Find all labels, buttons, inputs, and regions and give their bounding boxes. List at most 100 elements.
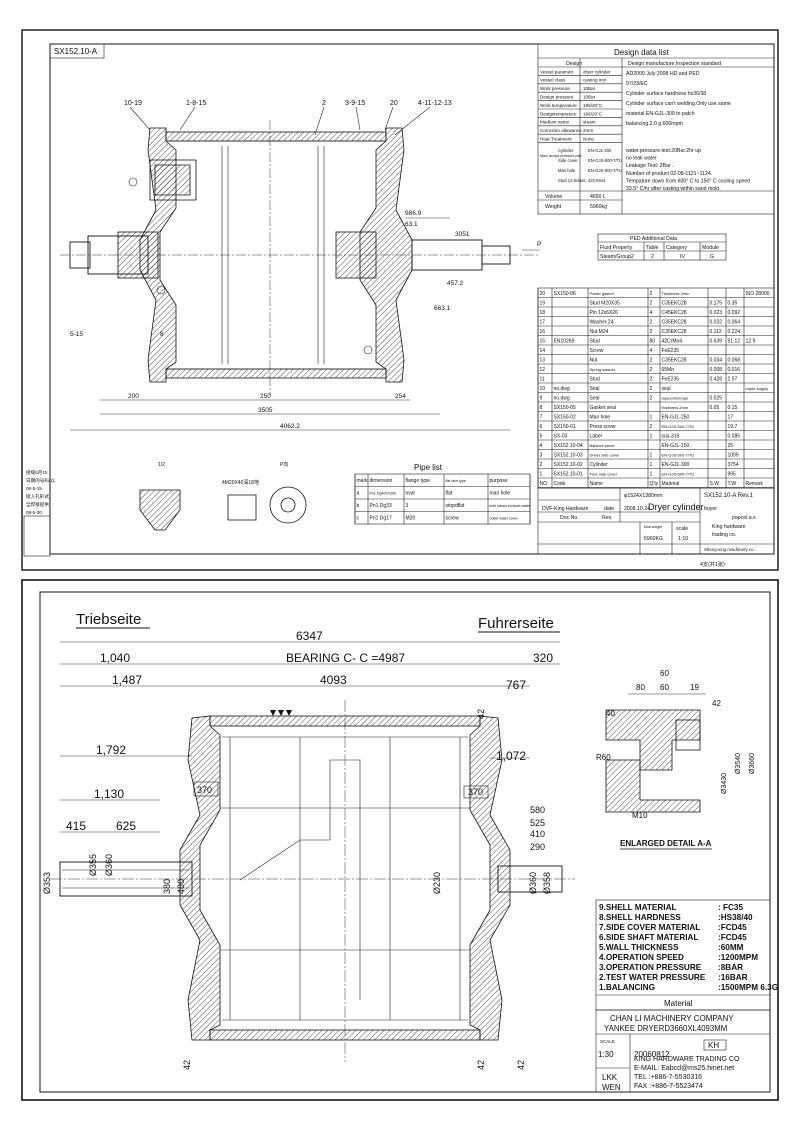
bom-cell: 2	[650, 377, 653, 383]
bom-cell: 2	[650, 320, 653, 326]
side-note-line: 接缝5月15	[26, 469, 48, 476]
part-label: Cylinder	[558, 148, 574, 153]
bom-cell: 12	[540, 367, 546, 373]
material-key: 9.SHELL MATERIAL	[599, 903, 676, 912]
dim-42d: 42	[516, 1060, 526, 1070]
design-row-value: 10Bar	[583, 95, 596, 100]
bom-cell: FeE235	[662, 348, 680, 354]
tb1-buyer: papcel.a.s	[732, 515, 756, 521]
design-col2: Design manufacture.Inspection standard	[628, 61, 721, 67]
detail-d60b: 60	[660, 683, 669, 692]
design-row-value: casting iron	[583, 78, 607, 83]
bom-cell: 0.15	[728, 405, 738, 411]
design-row-value: steam	[583, 120, 596, 125]
pipe-cell: M20	[406, 516, 416, 522]
dim-986: 986.9	[405, 210, 422, 217]
ped-v3: G	[710, 254, 714, 260]
tb1-tw-label: total weight	[644, 525, 662, 529]
weight-value: 5960kg	[590, 204, 607, 210]
material-key: 8.SHELL HARDNESS	[599, 913, 681, 922]
pipe-cell: inlet steam exhaust water	[490, 504, 532, 508]
bom-cell: Gasket seal	[590, 405, 616, 411]
bom-cell: 13	[540, 358, 546, 364]
tb1-tw: 5960KG	[644, 536, 663, 542]
material-value: :FCD45	[718, 933, 747, 942]
pipe-cell: 3	[406, 503, 409, 509]
bom-cell: SX-03	[554, 434, 568, 440]
dim-580: 580	[530, 805, 545, 815]
material-key: 6.SIDE SHAFT MATERIAL	[599, 933, 698, 942]
dim-200: 200	[128, 393, 139, 400]
bom-cell: 2	[650, 358, 653, 364]
tb2-product: YANKEE DRYERD3660XL4093MM	[604, 1024, 727, 1033]
bom-cell: Driver side cover	[590, 453, 621, 458]
bom-cell: 3	[540, 453, 543, 459]
bom-cell: 42CrMo4	[662, 339, 683, 345]
side-note-line: 全焊接提供	[26, 501, 49, 508]
bom-cell: SX152.10-03	[554, 453, 583, 459]
bom-cell: 0.064	[728, 320, 741, 326]
design-row-label: Vessel class	[540, 78, 566, 83]
dim-410: 410	[530, 829, 545, 839]
pipe-cell: stopdflat	[446, 503, 466, 509]
pipe-cell: flat	[446, 491, 453, 497]
dim-4093: 4093	[320, 673, 347, 687]
bom-cell: 2	[650, 396, 653, 402]
bom-cell: 1	[540, 472, 543, 478]
dimensions-sheet-2: 6347 1,040 BEARING C- C =4987 320 1,487 …	[60, 629, 560, 833]
bom-cell: SX152.10-04	[554, 443, 583, 449]
tb2-fax: FAX :+886-7-5523474	[634, 1083, 703, 1090]
pipe-cell: a	[357, 491, 360, 497]
bom-cell: Material	[662, 481, 680, 487]
design-row-label: Heat Treatment	[540, 137, 572, 142]
sheet-1: SX152.10-A 10-19 1-8-15 2 3-9-15 20 4-11…	[21, 29, 779, 571]
dim-360l: Ø360	[104, 854, 114, 876]
bom-cell: C35EKC28	[662, 329, 687, 335]
bom-cell: C35EKC28	[662, 320, 687, 326]
parts-block-label: Main accept pressure part	[540, 154, 582, 158]
bom-cell: EN-GJS-500-7/TU	[662, 472, 695, 477]
ped-h3: Module	[702, 245, 719, 251]
bom-cell: Stud M20X35	[590, 301, 621, 307]
callout-20: 20	[390, 100, 398, 107]
bom-cell: 0.35	[728, 301, 738, 307]
material-value: : FC35	[718, 903, 743, 912]
tb1-vendor2: trading co.	[712, 532, 736, 538]
bom-cell: Spring washer	[590, 367, 616, 372]
bom-cell: EN-GJS-500-7/TU	[662, 424, 695, 429]
tb2-date: 20060812	[634, 1050, 670, 1059]
ped-table: PED Additional Data Fluid Property Table…	[597, 233, 727, 261]
bom-cell: Remark	[746, 481, 764, 487]
detail-mid-label: 4M20X40深18地	[222, 479, 259, 486]
design-row-value: 10Bar	[583, 86, 596, 91]
dim-767: 767	[506, 678, 526, 692]
part-label: Stud 12.9class	[558, 178, 585, 183]
design-note: 97/23/EC	[626, 81, 648, 87]
dim-1792: 1,792	[96, 743, 126, 757]
bom-cell: C35EKC28	[662, 358, 687, 364]
tb2-company: CHAN LI MACHINERY COMPANY	[610, 1014, 734, 1023]
pipe-cell: outlet water cover	[490, 517, 519, 521]
bom-cell: seal	[662, 386, 671, 392]
bom-cell: no.dwg	[554, 386, 570, 392]
design-note: material EN-GJL-300 to patch	[626, 111, 695, 117]
design-col1: Design	[566, 61, 582, 67]
dim-353: Ø353	[42, 872, 52, 894]
dim-3505: 3505	[258, 407, 273, 414]
volume-value: 4650 L	[590, 194, 606, 200]
design-row-value: 2mm	[583, 128, 593, 133]
bom-cell: 12.9	[746, 339, 756, 345]
pipe-cell: Pn1 Dg400X300	[370, 492, 396, 496]
bom-cell: Washer 24	[590, 320, 614, 326]
pipe-cell: mark	[357, 478, 369, 484]
bom-cell: S.W	[710, 481, 720, 487]
bom-cell: Seal	[590, 396, 600, 402]
pipe-cell: Pn1 Dg17	[370, 516, 392, 522]
bom-cell: 1	[650, 462, 653, 468]
material-key: 3.OPERATION PRESSURE	[599, 963, 702, 972]
dim-320: 320	[533, 651, 553, 665]
bom-cell: Stud	[590, 339, 601, 345]
bom-cell: 0.224	[728, 329, 741, 335]
material-value: :1200MPM	[718, 953, 758, 962]
bom-cell: T.W	[728, 481, 737, 487]
